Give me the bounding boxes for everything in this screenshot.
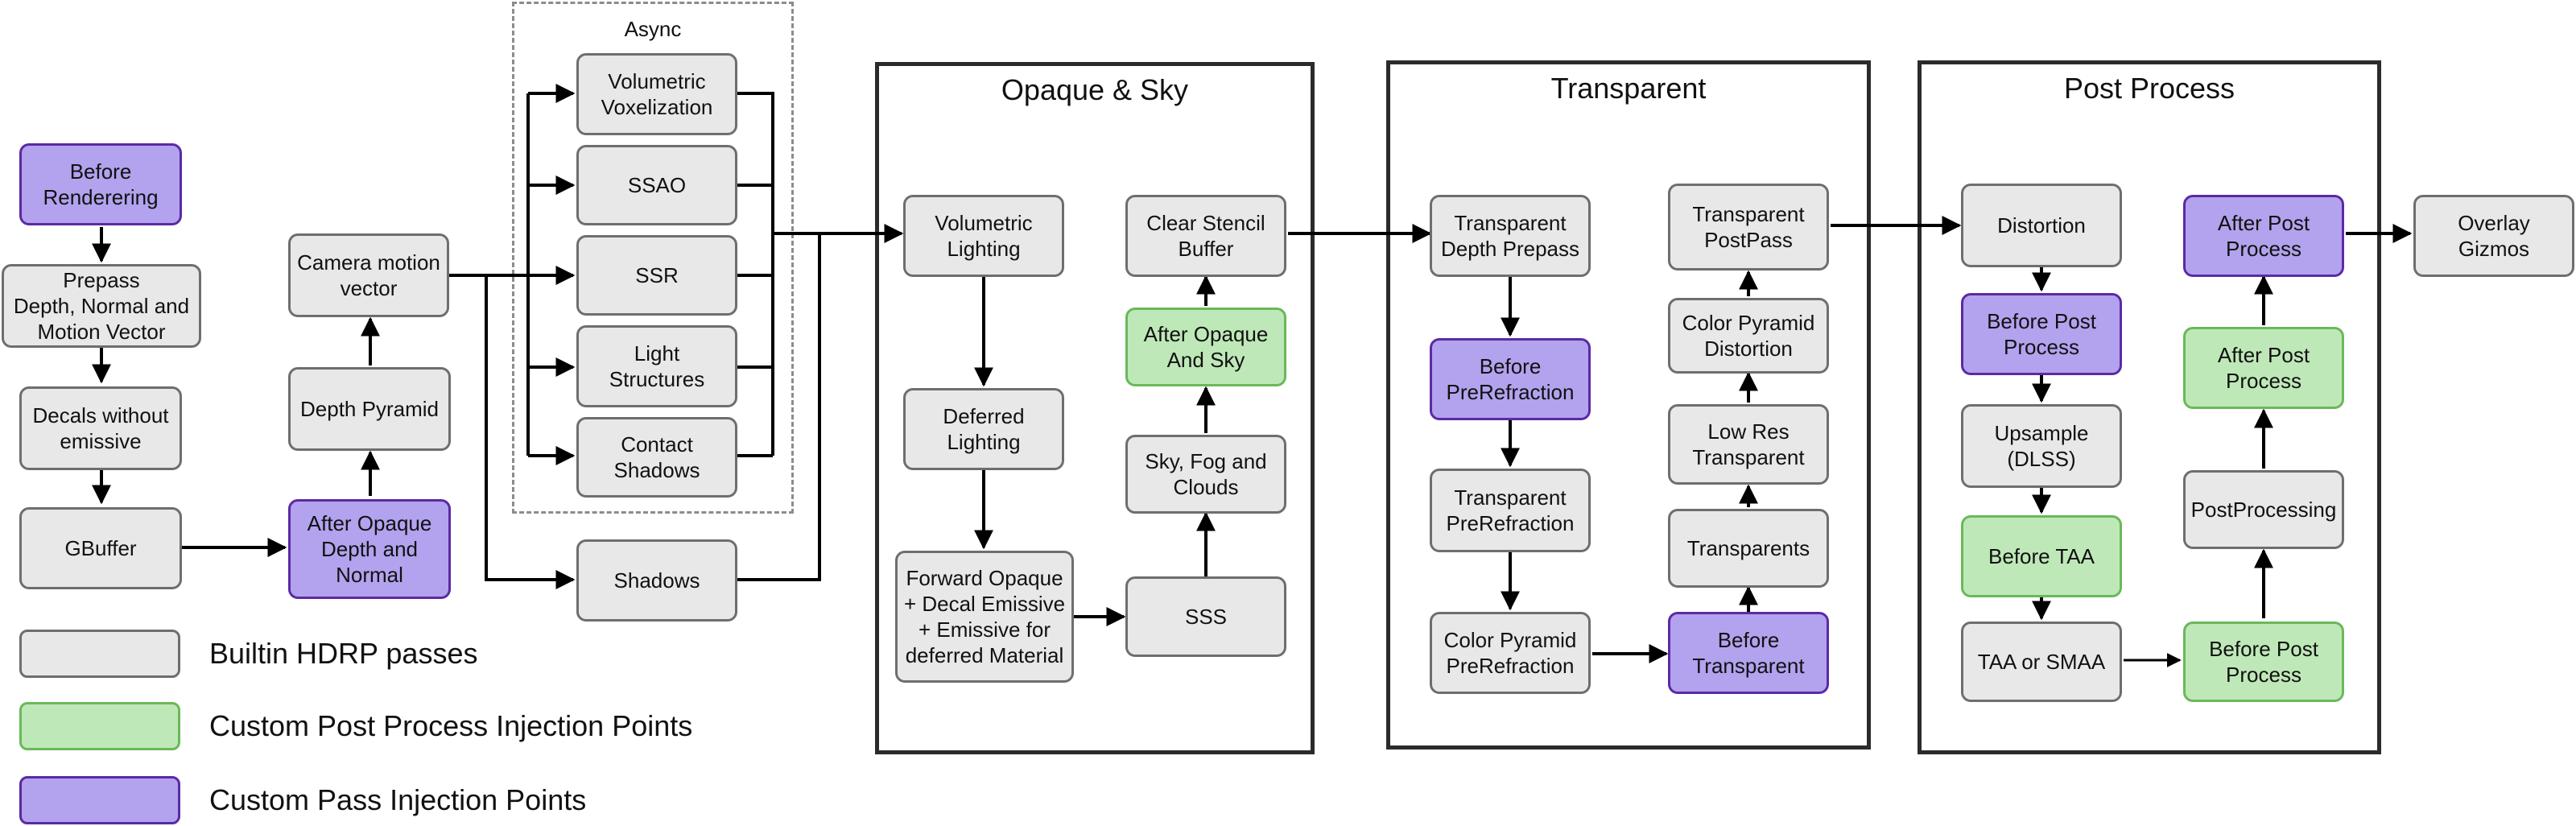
low-res-transparent-node: Low Res Transparent	[1668, 404, 1829, 485]
transparent-group: Transparent	[1386, 60, 1871, 750]
distortion-node: Distortion	[1961, 184, 2122, 267]
opaque-sky-group: Opaque & Sky	[875, 62, 1315, 754]
legend-custom-post-process-swatch	[19, 702, 180, 750]
prepass-node: Prepass Depth, Normal and Motion Vector	[2, 264, 201, 348]
color-pyramid-distortion-node: Color Pyramid Distortion	[1668, 298, 1829, 374]
after-post-process-green-node: After Post Process	[2183, 327, 2344, 409]
ssr-node: SSR	[576, 235, 737, 316]
upsample-dlss-node: Upsample (DLSS)	[1961, 404, 2122, 488]
line-shadows-out	[737, 233, 821, 581]
post-process-group: Post Process	[1918, 60, 2381, 754]
color-pyramid-prerefraction-node: Color Pyramid PreRefraction	[1430, 612, 1591, 694]
transparents-node: Transparents	[1668, 509, 1829, 588]
volumetric-lighting-node: Volumetric Lighting	[903, 195, 1064, 277]
transparent-postpass-node: Transparent PostPass	[1668, 184, 1829, 271]
ssao-node: SSAO	[576, 145, 737, 225]
after-post-process-purple-node: After Post Process	[2183, 195, 2344, 277]
postprocessing-node: PostProcessing	[2183, 470, 2344, 549]
legend-builtin-swatch	[19, 630, 180, 678]
before-taa-node: Before TAA	[1961, 515, 2122, 597]
camera-motion-vector-node: Camera motion vector	[288, 233, 449, 317]
before-transparent-node: Before Transparent	[1668, 612, 1829, 694]
shadows-node: Shadows	[576, 539, 737, 622]
after-opaque-and-sky-node: After Opaque And Sky	[1125, 308, 1286, 386]
legend-builtin-label: Builtin HDRP passes	[209, 637, 478, 670]
transparent-prerefraction-node: Transparent PreRefraction	[1430, 469, 1591, 552]
forward-opaque-node: Forward Opaque + Decal Emissive + Emissi…	[895, 551, 1074, 683]
arrow-camera-to-shadows	[485, 275, 576, 589]
async-group: Async	[512, 2, 794, 514]
transparent-group-title: Transparent	[1550, 72, 1707, 105]
opaque-sky-group-title: Opaque & Sky	[1001, 73, 1189, 106]
overlay-gizmos-node: Overlay Gizmos	[2413, 195, 2574, 277]
after-opaque-depth-normal-node: After Opaque Depth and Normal	[288, 499, 451, 599]
taa-or-smaa-node: TAA or SMAA	[1961, 622, 2122, 702]
before-post-process-green-node: Before Post Process	[2183, 622, 2344, 702]
async-group-title: Async	[624, 17, 682, 41]
legend-custom-pass-label: Custom Pass Injection Points	[209, 783, 587, 816]
legend-custom-pass-swatch	[19, 776, 180, 824]
before-prerefraction-node: Before PreRefraction	[1430, 338, 1591, 420]
light-structures-node: Light Structures	[576, 325, 737, 407]
before-post-process-purple-node: Before Post Process	[1961, 293, 2122, 375]
sky-fog-clouds-node: Sky, Fog and Clouds	[1125, 435, 1286, 514]
before-rendering-node: Before Renderering	[19, 143, 182, 225]
contact-shadows-node: Contact Shadows	[576, 417, 737, 498]
gbuffer-node: GBuffer	[19, 507, 182, 589]
decals-node: Decals without emissive	[19, 386, 182, 470]
line-volvox-out	[737, 92, 774, 456]
depth-pyramid-node: Depth Pyramid	[288, 367, 451, 451]
transparent-depth-prepass-node: Transparent Depth Prepass	[1430, 195, 1591, 277]
post-process-group-title: Post Process	[2063, 72, 2235, 105]
legend-custom-post-process-label: Custom Post Process Injection Points	[209, 709, 693, 742]
deferred-lighting-node: Deferred Lighting	[903, 388, 1064, 470]
sss-node: SSS	[1125, 576, 1286, 657]
volumetric-voxelization-node: Volumetric Voxelization	[576, 53, 737, 135]
clear-stencil-buffer-node: Clear Stencil Buffer	[1125, 195, 1286, 277]
